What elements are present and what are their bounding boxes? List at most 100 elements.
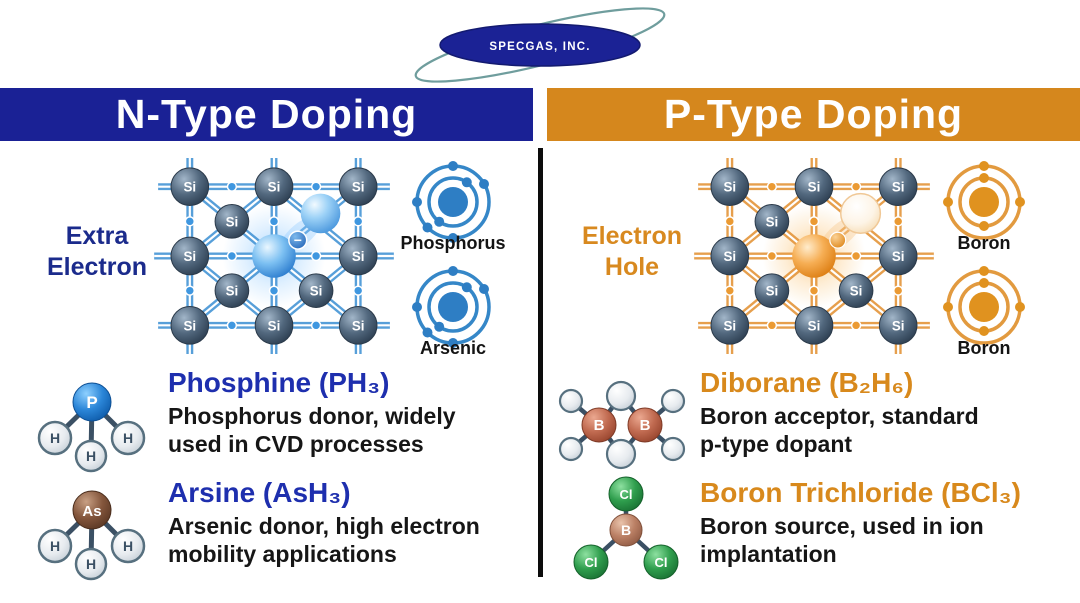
si-atom: Si xyxy=(710,167,750,206)
boron-atom xyxy=(581,407,617,443)
svg-text:Si: Si xyxy=(723,249,736,264)
arsenic-atom xyxy=(72,490,112,530)
boron-atom xyxy=(609,513,643,547)
phosphine-info: Phosphine (PH₃) Phosphorus donor, widely… xyxy=(168,366,548,458)
svg-text:−: − xyxy=(294,232,302,248)
bcl3-molecule: Cl Cl Cl B xyxy=(573,476,679,580)
si-atom: Si xyxy=(170,167,210,206)
phosphorus-label: Phosphorus xyxy=(400,233,506,253)
si-atom: Si xyxy=(338,236,378,276)
donor-dopant-atom xyxy=(252,234,296,278)
arsine-info: Arsine (AsH₃) Arsenic donor, high electr… xyxy=(168,476,548,568)
svg-text:Cl: Cl xyxy=(585,555,598,570)
svg-text:B: B xyxy=(621,522,631,538)
compound-desc-line: p-type dopant xyxy=(700,431,853,457)
svg-text:Si: Si xyxy=(352,180,365,195)
svg-text:H: H xyxy=(50,538,60,554)
bohr-atom-boron-1 xyxy=(943,161,1025,240)
svg-text:Si: Si xyxy=(892,249,905,264)
svg-text:Si: Si xyxy=(183,249,196,264)
diborane-info: Diborane (B₂H₆) Boron acceptor, standard… xyxy=(700,366,1080,458)
chlorine-atom xyxy=(608,476,644,512)
svg-text:Si: Si xyxy=(808,318,821,333)
si-atom: Si xyxy=(794,306,834,345)
svg-text:Cl: Cl xyxy=(620,487,633,502)
svg-text:Si: Si xyxy=(723,318,736,333)
si-atoms: Si Si Si Si Si Si Si Si Si Si Si xyxy=(170,167,378,345)
svg-text:B: B xyxy=(640,417,651,434)
boron-label-2: Boron xyxy=(957,338,1011,358)
bond-electron-dots xyxy=(724,181,904,331)
compound-desc-line: Boron acceptor, standard xyxy=(700,403,979,429)
svg-text:P: P xyxy=(86,393,97,412)
si-atom: Si xyxy=(170,306,210,345)
svg-text:H: H xyxy=(50,430,60,446)
bohr-atom-boron-2 xyxy=(943,266,1025,345)
logo-text: SPECGAS, INC. xyxy=(489,41,590,53)
compound-title: Diborane (B₂H₆) xyxy=(700,367,914,398)
phosphorus-atom xyxy=(72,382,112,422)
bohr-atom-phosphorus xyxy=(412,161,491,243)
boron-label-1: Boron xyxy=(957,233,1011,253)
boron-trichloride-info: Boron Trichloride (BCl₃) Boron source, u… xyxy=(700,476,1080,568)
si-atom: Si xyxy=(254,167,294,206)
svg-text:Si: Si xyxy=(268,318,281,333)
hydrogen-atom xyxy=(558,436,584,462)
si-atom: Si xyxy=(878,236,918,276)
diborane-molecule: B B xyxy=(558,380,686,470)
si-atom: Si xyxy=(878,306,918,345)
svg-text:Si: Si xyxy=(226,214,239,229)
electron-hole-sphere xyxy=(839,192,882,234)
hydrogen-atom xyxy=(37,420,73,456)
compound-title: Arsine (AsH₃) xyxy=(168,477,351,508)
electrons xyxy=(412,266,489,348)
hydrogen-atom xyxy=(110,420,146,456)
company-logo: SPECGAS, INC. xyxy=(414,7,666,83)
p-type-silicon-lattice: Si Si Si Si Si Si Si Si Si Si Si xyxy=(694,157,934,355)
si-atom: Si xyxy=(214,204,250,239)
si-atoms: Si Si Si Si Si Si Si Si Si Si Si xyxy=(710,167,918,345)
compound-desc-line: Phosphorus donor, widely xyxy=(168,403,456,429)
electrons xyxy=(943,161,1025,231)
svg-text:Si: Si xyxy=(892,180,905,195)
bond-electron-dots xyxy=(184,181,364,331)
svg-text:H: H xyxy=(123,538,133,554)
svg-text:H: H xyxy=(123,430,133,446)
electron-hole-label: Electron Hole xyxy=(581,222,683,281)
arsine-molecule: As H H H xyxy=(37,490,146,581)
svg-text:Si: Si xyxy=(183,180,196,195)
si-atom: Si xyxy=(878,167,918,206)
boron-atom xyxy=(627,407,663,443)
phosphine-molecule: P H H H xyxy=(37,382,146,473)
p-type-header: P-Type Doping xyxy=(547,88,1080,141)
compound-desc-line: implantation xyxy=(700,541,837,567)
n-type-header: N-Type Doping xyxy=(0,88,533,141)
svg-text:H: H xyxy=(86,556,96,572)
svg-text:Si: Si xyxy=(226,284,239,299)
si-atom: Si xyxy=(754,204,790,239)
hydrogen-atom xyxy=(110,528,146,564)
hydrogen-atom xyxy=(558,388,584,414)
svg-text:Si: Si xyxy=(723,180,736,195)
svg-text:Si: Si xyxy=(892,318,905,333)
acceptor-dopant-atom xyxy=(792,234,836,278)
compound-title: Boron Trichloride (BCl₃) xyxy=(700,477,1021,508)
svg-text:Si: Si xyxy=(310,284,323,299)
si-atom: Si xyxy=(794,167,834,206)
svg-text:Si: Si xyxy=(183,318,196,333)
compound-desc-line: used in CVD processes xyxy=(168,431,424,457)
svg-text:Si: Si xyxy=(352,249,365,264)
svg-text:Si: Si xyxy=(850,284,863,299)
arsenic-label: Arsenic xyxy=(419,338,487,358)
chlorine-atom xyxy=(643,544,679,580)
compound-desc-line: Boron source, used in ion xyxy=(700,513,984,539)
si-atom: Si xyxy=(338,167,378,206)
hydrogen-atom xyxy=(37,528,73,564)
svg-text:H: H xyxy=(86,448,96,464)
electrons xyxy=(412,161,489,243)
svg-text:Si: Si xyxy=(808,180,821,195)
si-atom: Si xyxy=(254,306,294,345)
bridging-hydrogen-atom xyxy=(605,380,637,412)
si-atom: Si xyxy=(838,273,874,308)
